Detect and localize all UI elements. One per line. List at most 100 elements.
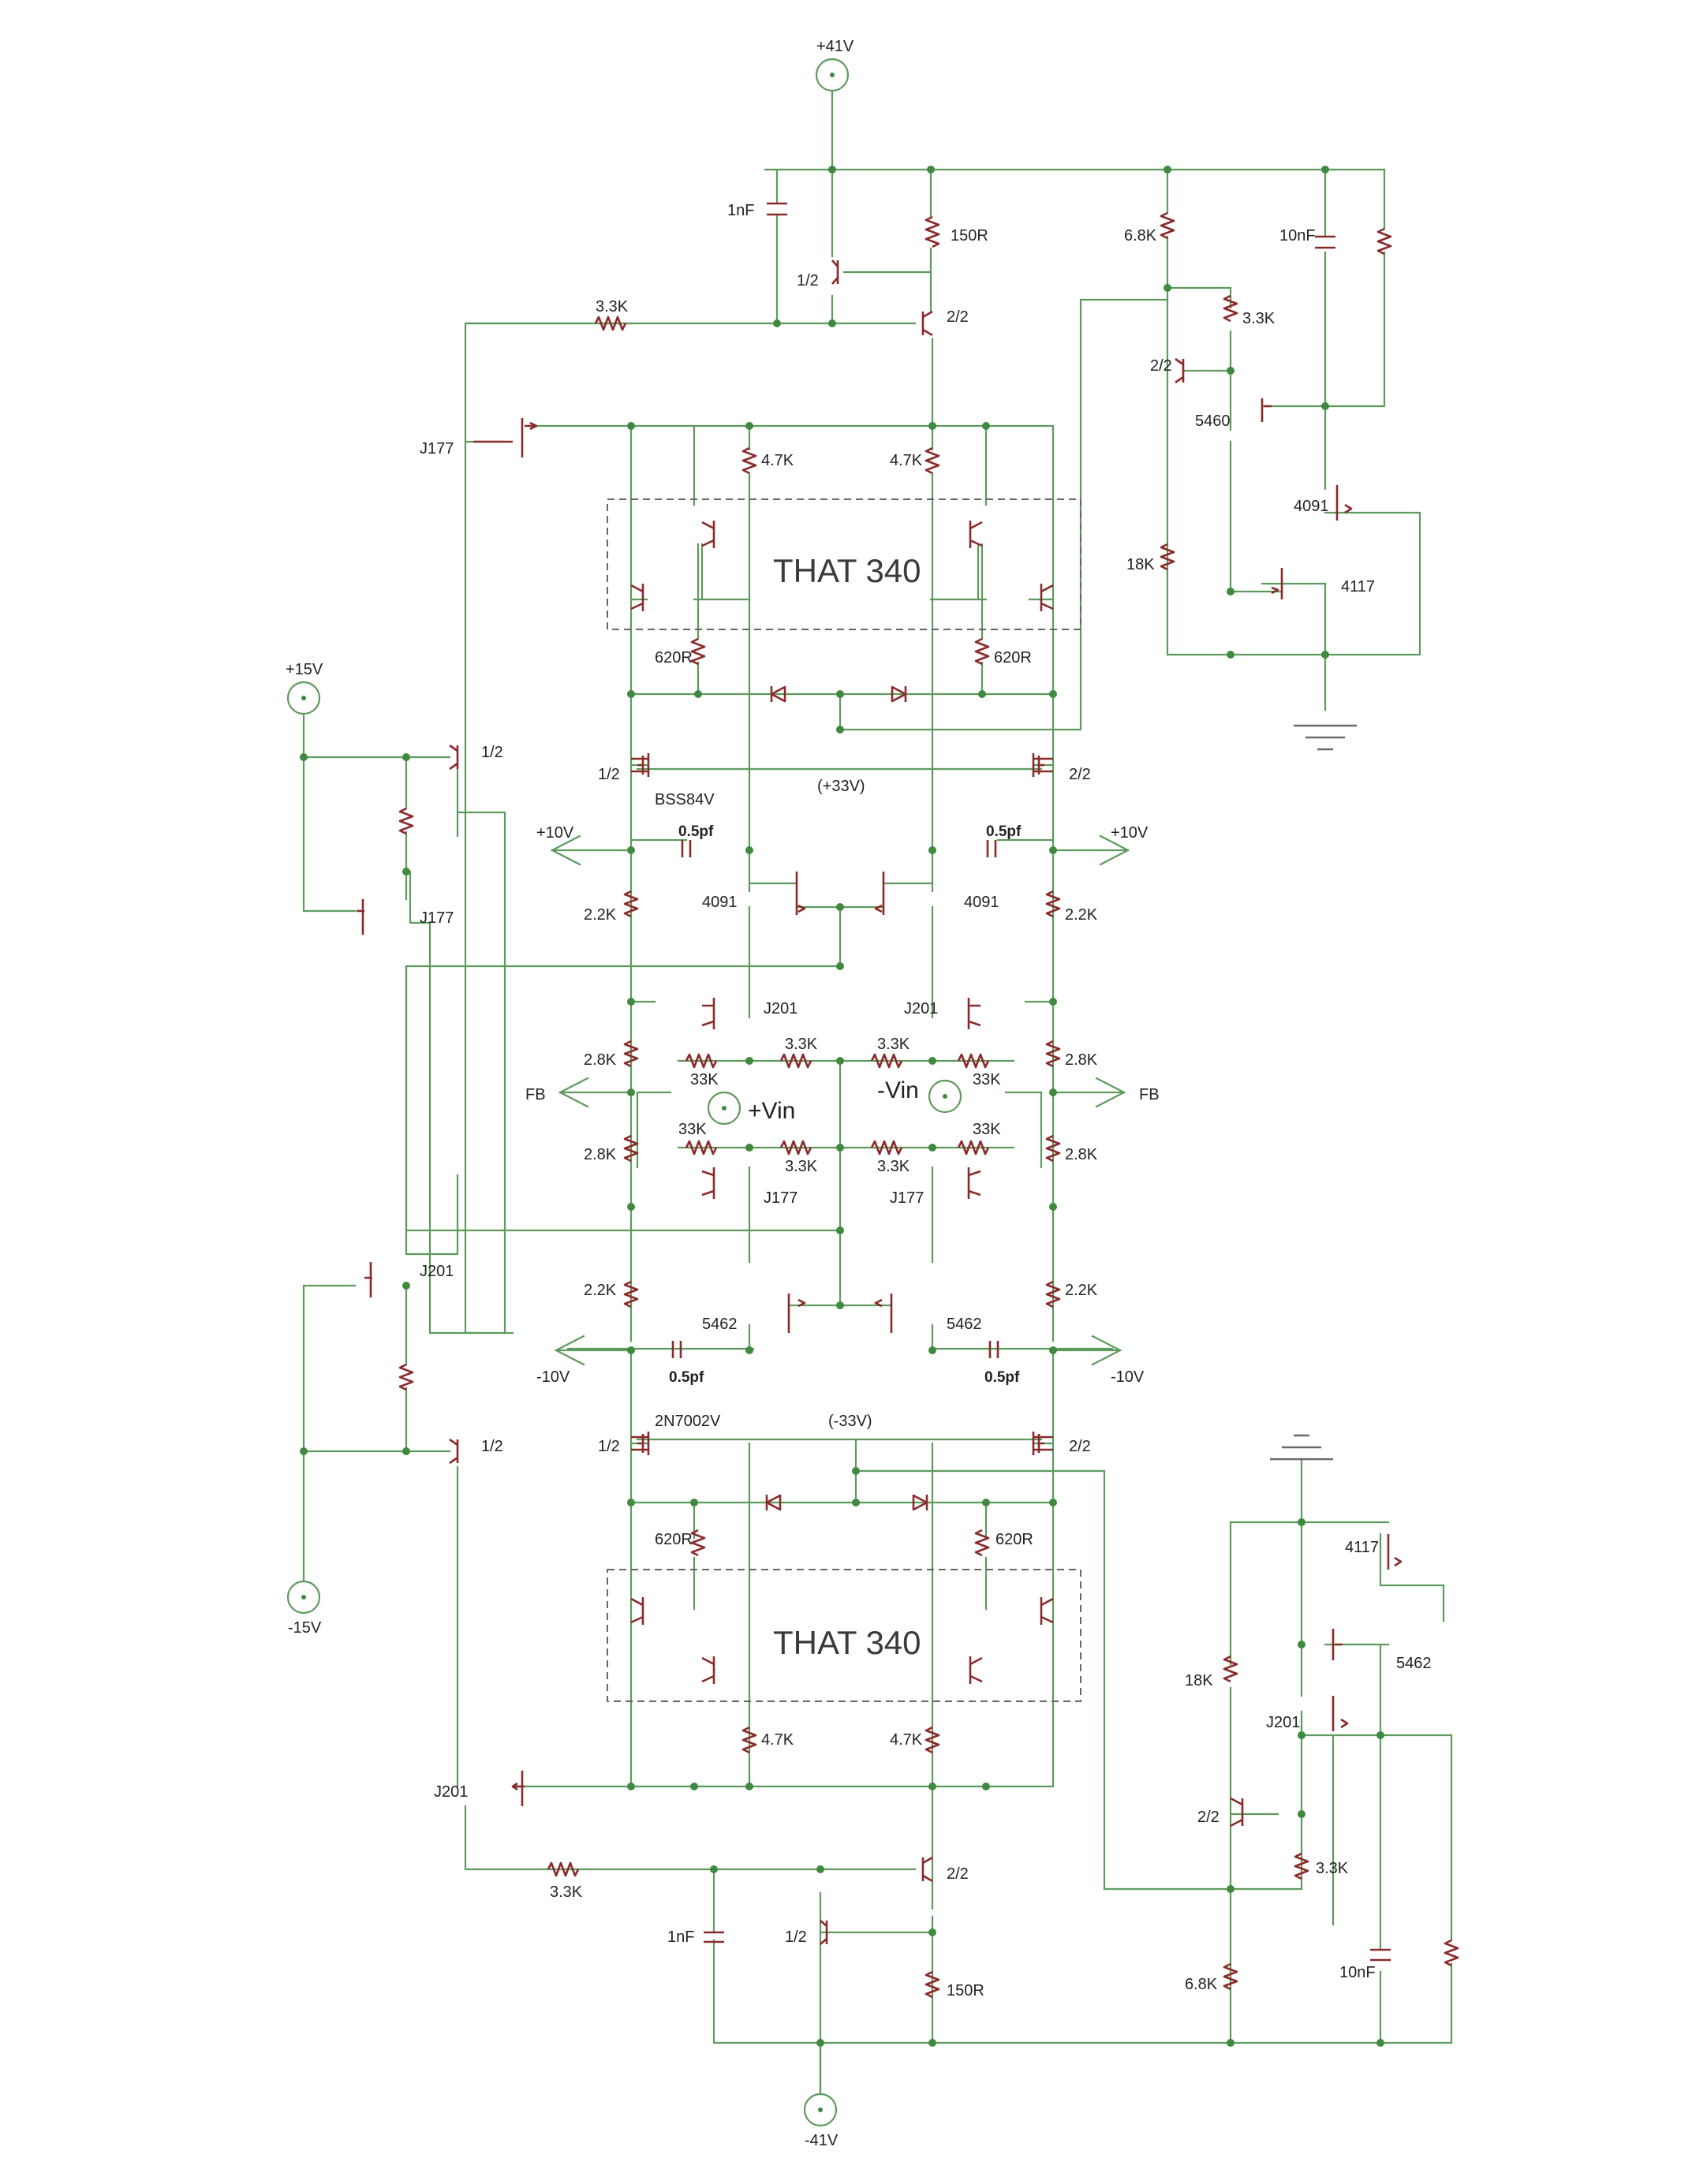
transistors [357, 259, 1403, 1945]
label-tr-r18k: 18K [1126, 556, 1155, 573]
label-tr-5460: 5460 [1195, 413, 1231, 430]
label-bot-cap-1nf: 1nF [667, 1928, 694, 1946]
resistor-620r-top-left [690, 637, 706, 666]
label-fb-left: FB [525, 1086, 546, 1103]
bjt-bottom-half-right [921, 1856, 933, 1883]
jfet-4091-top-right-bias [1335, 485, 1353, 521]
resistor-620r-bottom-right [974, 1529, 990, 1557]
resistor-33k-3 [685, 1140, 718, 1155]
label-bot-r2k2-left: 2.2K [584, 1282, 617, 1299]
label-neg15: -15V [288, 1619, 322, 1637]
label-top-r2k2-left: 2.2K [584, 906, 617, 924]
label-tr-half: 2/2 [1150, 357, 1172, 375]
jfet-j201-bottom [511, 1771, 525, 1806]
jfet-j177-left [357, 899, 364, 935]
resistor-4k7-bottom-right [924, 1726, 940, 1754]
bjt-that340-bottom-2 [1040, 1597, 1054, 1625]
label-br-r3k3: 3.3K [1316, 1860, 1349, 1877]
jfet-j201-mid-left [701, 998, 715, 1029]
jfet-j201-bottom-right [1332, 1696, 1349, 1731]
cap-10nf-top-right [1315, 235, 1335, 249]
label-br-4117: 4117 [1345, 1539, 1379, 1556]
supply-terminal-pos41 [815, 58, 850, 92]
label-bot-cap05-right: 0.5pf [984, 1369, 1020, 1386]
resistor-33k-1 [685, 1053, 718, 1069]
jfet-5462-right [874, 1294, 893, 1333]
label-left-half-top: 1/2 [481, 744, 503, 761]
input-terminal-vin-neg [928, 1079, 962, 1114]
resistor-2k2-bottom-right [1045, 1280, 1061, 1309]
label-mid-r3k3-3: 3.3K [785, 1158, 818, 1175]
label-bot-half-right: 2/2 [947, 1865, 969, 1883]
label-mid-j201-right: J201 [904, 1000, 938, 1017]
label-top-j177: J177 [420, 440, 454, 457]
label-tr-r6k8: 6.8K [1124, 227, 1157, 245]
label-top-r620-right: 620R [994, 649, 1032, 666]
cap-05pf-bottom-left [671, 1341, 682, 1358]
label-mid-j177-left: J177 [764, 1189, 797, 1207]
jfet-4117-top-right [1271, 568, 1283, 599]
label-bot-r4k7-right: 4.7K [890, 1731, 923, 1749]
jfet-5462-left [787, 1294, 806, 1333]
ground-top-right [1294, 724, 1357, 751]
label-bot-r3k3: 3.3K [550, 1883, 583, 1901]
bjt-top-half-left [831, 259, 839, 285]
diode-bottom-left [765, 1494, 782, 1511]
that340-bottom-label: THAT 340 [773, 1624, 921, 1661]
label-br-j201: J201 [1266, 1714, 1300, 1731]
label-mid-r33k-2: 33K [973, 1071, 1001, 1088]
label-mid-r3k3-1: 3.3K [785, 1036, 818, 1053]
jfet-4091-top-left [795, 872, 806, 915]
label-tr-4117: 4117 [1341, 578, 1375, 595]
resistor-2k8-1 [623, 1040, 639, 1068]
resistor-3k3-bottom [547, 1861, 580, 1877]
bjt-bottom-half-left [820, 1920, 828, 1945]
label-neg10-left: -10V [536, 1368, 570, 1386]
label-top-r4k7-right: 4.7K [890, 452, 923, 469]
jfet-j177-mid-left [701, 1167, 715, 1199]
arrow-terminal-neg10-right [1051, 1335, 1122, 1366]
label-pos41: +41V [816, 38, 854, 55]
label-mid-r2k8-2: 2.8K [1065, 1051, 1098, 1069]
label-neg10-right: -10V [1111, 1368, 1145, 1386]
resistor-left-top [398, 807, 414, 835]
jfet-j177-top [473, 418, 538, 457]
resistor-2k2-top-right [1045, 890, 1061, 918]
diode-top-left [770, 685, 786, 703]
cap-10nf-bottom-right [1370, 1948, 1391, 1962]
label-neg33: (-33V) [828, 1413, 872, 1430]
label-vin-neg: -Vin [877, 1077, 919, 1103]
label-pos10-right: +10V [1111, 824, 1149, 842]
bjt-that340-top-2 [969, 521, 983, 548]
bjt-top-half-right [921, 310, 933, 337]
resistor-3k3-m1 [779, 1053, 812, 1069]
mosfet-bss84v-right [1032, 753, 1053, 777]
label-br-cap10nf: 10nF [1339, 1964, 1376, 1981]
label-mid-r2k8-3: 2.8K [584, 1146, 617, 1163]
label-top-r3k3: 3.3K [596, 298, 629, 315]
label-4091-right: 4091 [964, 894, 999, 911]
label-mid-r3k3-2: 3.3K [877, 1036, 910, 1053]
label-bot-j201: J201 [434, 1783, 468, 1801]
label-top-half-right: 2/2 [947, 308, 969, 326]
bjt-that340-bottom-4 [969, 1656, 983, 1684]
mosfet-2n7002v-left [631, 1432, 650, 1455]
resistor-4k7-top-right [924, 446, 940, 475]
bjt-left-bottom-half [449, 1438, 459, 1465]
label-4091-left: 4091 [702, 894, 738, 911]
label-mid-r33k-1: 33K [690, 1071, 719, 1088]
resistor-right-edge-top [1376, 227, 1392, 256]
label-left-j201: J201 [420, 1263, 454, 1280]
resistor-2k8-3 [623, 1134, 639, 1163]
label-pos10-left: +10V [536, 824, 574, 842]
label-mid-r2k8-1: 2.8K [584, 1051, 617, 1069]
label-fb-right: FB [1139, 1086, 1160, 1103]
that340-top-box [607, 498, 1081, 630]
label-br-r6k8: 6.8K [1185, 1976, 1218, 1993]
bjt-left-top-half [449, 744, 459, 771]
label-2n7002v: 2N7002V [655, 1413, 721, 1430]
resistor-right-edge-bottom [1444, 1939, 1459, 1967]
arrow-terminal-neg10-left [554, 1335, 633, 1366]
bjt-that340-top-3 [630, 584, 644, 611]
